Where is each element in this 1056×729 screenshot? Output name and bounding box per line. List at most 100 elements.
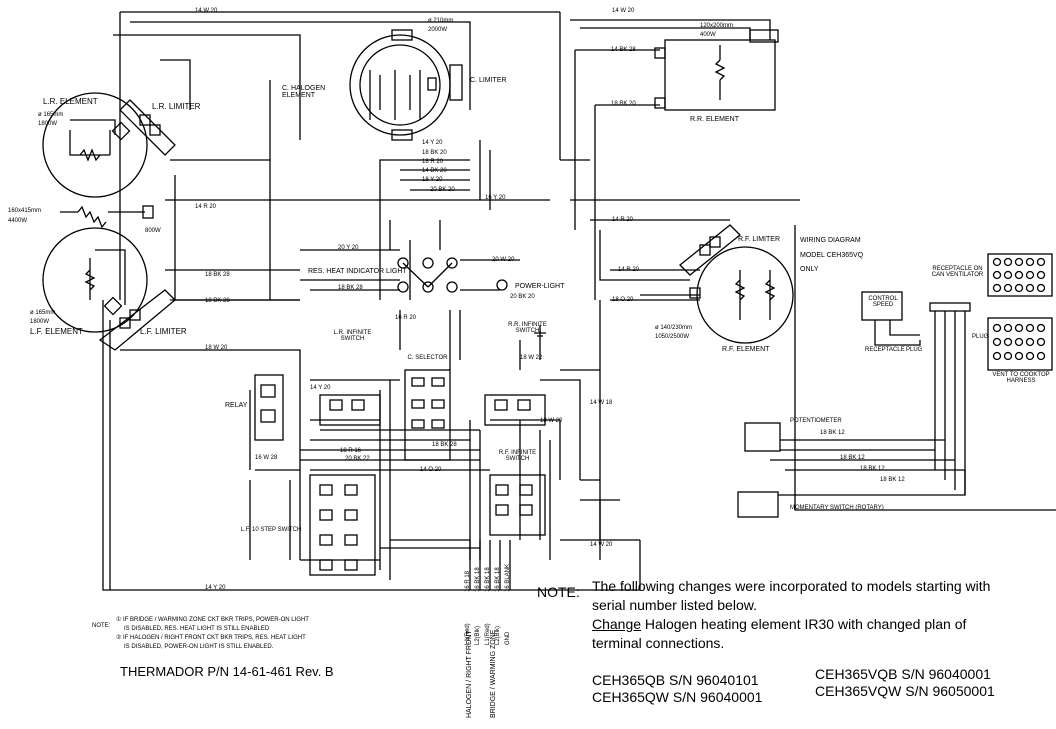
rr-switch-label: R.R. INFINITE SWITCH xyxy=(508,322,547,334)
harness-wire-label: 16 BK 18 xyxy=(495,567,501,592)
wire-label: 18 BK 20 xyxy=(611,101,636,107)
wire-label: 14 R 20 xyxy=(195,204,217,210)
bridge-size-label: 160x415mm xyxy=(8,208,42,214)
main-note-label: NOTE: xyxy=(537,584,580,600)
bridge-element-symbol xyxy=(60,205,154,229)
inset-title: WIRING DIAGRAM xyxy=(800,237,861,244)
wire-label: 18 W 22 xyxy=(520,355,543,361)
rf-element-wattage: 1050/2500W xyxy=(655,334,690,340)
wire-label: 14 Y 20 xyxy=(205,585,226,591)
harness-wire-label: 16 BK 18 xyxy=(475,567,481,592)
footnote-2-line-1: ② IF HALOGEN / RIGHT FRONT CKT BKR TRIPS… xyxy=(116,635,306,641)
footnote-1-line-2: IS DISABLED, RES. HEAT LIGHT IS STILL EN… xyxy=(124,626,270,632)
wires xyxy=(102,11,800,591)
lr-element-diameter: ø 165mm xyxy=(38,112,64,118)
bridge-wattage-label: 4400W xyxy=(8,218,28,224)
switch-blocks xyxy=(254,369,546,576)
wire-label: 14 R 20 xyxy=(618,267,640,273)
res-heat-lights xyxy=(397,257,458,293)
wire-label: 18 BK 28 xyxy=(338,285,363,291)
inset-model: MODEL CEH365VQ xyxy=(800,252,864,259)
lr-limiter-symbol xyxy=(119,99,176,156)
lr-element-wattage: 1800W xyxy=(38,121,58,127)
lr-element-symbol xyxy=(42,92,148,198)
footnote-prefix: NOTE: xyxy=(92,623,111,629)
harness-group-label: HALOGEN / RIGHT FRONT xyxy=(466,630,473,718)
footnote-1-line-1: ① IF BRIDGE / WARMING ZONE CKT BKR TRIPS… xyxy=(116,617,309,623)
part-number: THERMADOR P/N 14-61-461 Rev. B xyxy=(120,664,334,679)
lf-limiter-symbol xyxy=(98,289,176,351)
rf-switch-label: R.F. INFINITE SWITCH xyxy=(498,450,537,462)
control-speed-label: CONTROL SPEED xyxy=(868,296,898,308)
potentiometer-label: POTENTIOMETER xyxy=(790,418,842,424)
wire-label: 16 W 28 xyxy=(255,455,278,461)
wire-label: 20 Y 20 xyxy=(338,245,359,251)
rf-limiter-symbol xyxy=(679,224,741,276)
receptacle-vent-label: RECEPTACLE ON CAN VENTILATOR xyxy=(931,266,984,278)
main-note-line-1: The following changes were incorporated … xyxy=(592,578,991,594)
c-halogen-wattage: 2000W xyxy=(428,27,448,33)
inset-wire-label: 18 BK 12 xyxy=(880,477,905,483)
vq-inset xyxy=(737,225,1056,518)
wire-label: 16 Y 20 xyxy=(485,195,506,201)
rr-wattage-label: 400W xyxy=(700,32,716,38)
footnote-2-line-2: IS DISABLED, POWER-ON LIGHT IS STILL ENA… xyxy=(124,644,274,650)
power-light-symbol xyxy=(496,279,546,337)
serial-3: CEH365VQB S/N 96040001 xyxy=(815,666,991,682)
rf-element-title: R.F. ELEMENT xyxy=(722,346,770,353)
wire-label: 14 W 18 xyxy=(590,400,613,406)
wire-label: 18 W 20 xyxy=(540,418,563,424)
power-light-label: POWER-LIGHT xyxy=(515,283,565,290)
inset-wire-label: 18 BK 12 xyxy=(860,466,885,472)
wire-label: 18 BK 20 xyxy=(422,150,447,156)
wire-label: 14 BK 28 xyxy=(611,47,636,53)
wire-label: 18 R 20 xyxy=(422,159,444,165)
wire-label: 14 W 20 xyxy=(590,542,613,548)
rf-element-symbol xyxy=(689,246,794,344)
lf-element-symbol xyxy=(42,227,148,333)
wire-label: 18 BK 28 xyxy=(205,272,230,278)
main-note-line-4: terminal connections. xyxy=(592,635,725,651)
harness-wire-label: 16 R 18 xyxy=(465,570,471,592)
lf-element-wattage: 1800W xyxy=(30,319,50,325)
res-heat-light-label: RES. HEAT INDICATOR LIGHT xyxy=(308,268,407,275)
wire-label: 14 O 20 xyxy=(420,467,442,473)
c-limiter-label: C. LIMITER xyxy=(470,77,507,84)
lf-limiter-label: L.F. LIMITER xyxy=(140,327,187,336)
harness-wire-label: 16 BK 18 xyxy=(485,567,491,592)
plug-label: PLUG xyxy=(972,334,989,340)
inset-only: ONLY xyxy=(800,266,819,273)
wire-label: 20 W 20 xyxy=(492,257,515,263)
rr-element-symbol xyxy=(654,29,779,111)
wire-label: 14 W 20 xyxy=(195,8,218,14)
momentary-switch-label: MOMENTARY SWITCH (ROTARY) xyxy=(790,505,884,511)
lf-element-title: L.F. ELEMENT xyxy=(30,327,83,336)
lr-element-title: L.R. ELEMENT xyxy=(43,97,98,106)
wire-label: 14 W 20 xyxy=(612,8,635,14)
wire-label: 18 BK 28 xyxy=(205,298,230,304)
c-halogen-diameter: ø 210mm xyxy=(428,18,454,24)
lf-switch-label: L.F. 10 STEP SWITCH xyxy=(240,527,302,533)
wire-label: 20 BK 20 xyxy=(430,187,455,193)
c-selector-label: C. SELECTOR xyxy=(407,355,448,361)
wire-label: 18 Y 20 xyxy=(422,177,443,183)
wire-label: 18 W 20 xyxy=(205,345,228,351)
wire-label: 18 BK 28 xyxy=(432,442,457,448)
wire-label: 14 Y 20 xyxy=(422,140,443,146)
harness-pin-label: L2(Blk) xyxy=(475,625,481,645)
main-note-line-2: serial number listed below. xyxy=(592,597,757,613)
change-word: Change xyxy=(592,616,642,632)
rr-size-label: 120x200mm xyxy=(700,23,734,29)
wire-label: 14 Y 20 xyxy=(310,385,331,391)
wire-label: 20 BK 20 xyxy=(510,294,535,300)
serial-4: CEH365VQW S/N 96050001 xyxy=(815,683,995,699)
800w-label: 800W xyxy=(145,228,161,234)
harness-group-label: BRIDGE / WARMING ZONE xyxy=(490,629,497,718)
serial-2: CEH365QW S/N 96040001 xyxy=(592,689,763,705)
main-note-line-3: Change Halogen heating element IR30 with… xyxy=(592,617,966,631)
vent-harness-label: VENT TO COOKTOP HARNESS xyxy=(992,372,1050,384)
c-halogen-title: C. HALOGEN ELEMENT xyxy=(282,85,326,99)
c-halogen-symbol xyxy=(349,29,463,141)
serial-1: CEH365QB S/N 96040101 xyxy=(592,672,759,688)
